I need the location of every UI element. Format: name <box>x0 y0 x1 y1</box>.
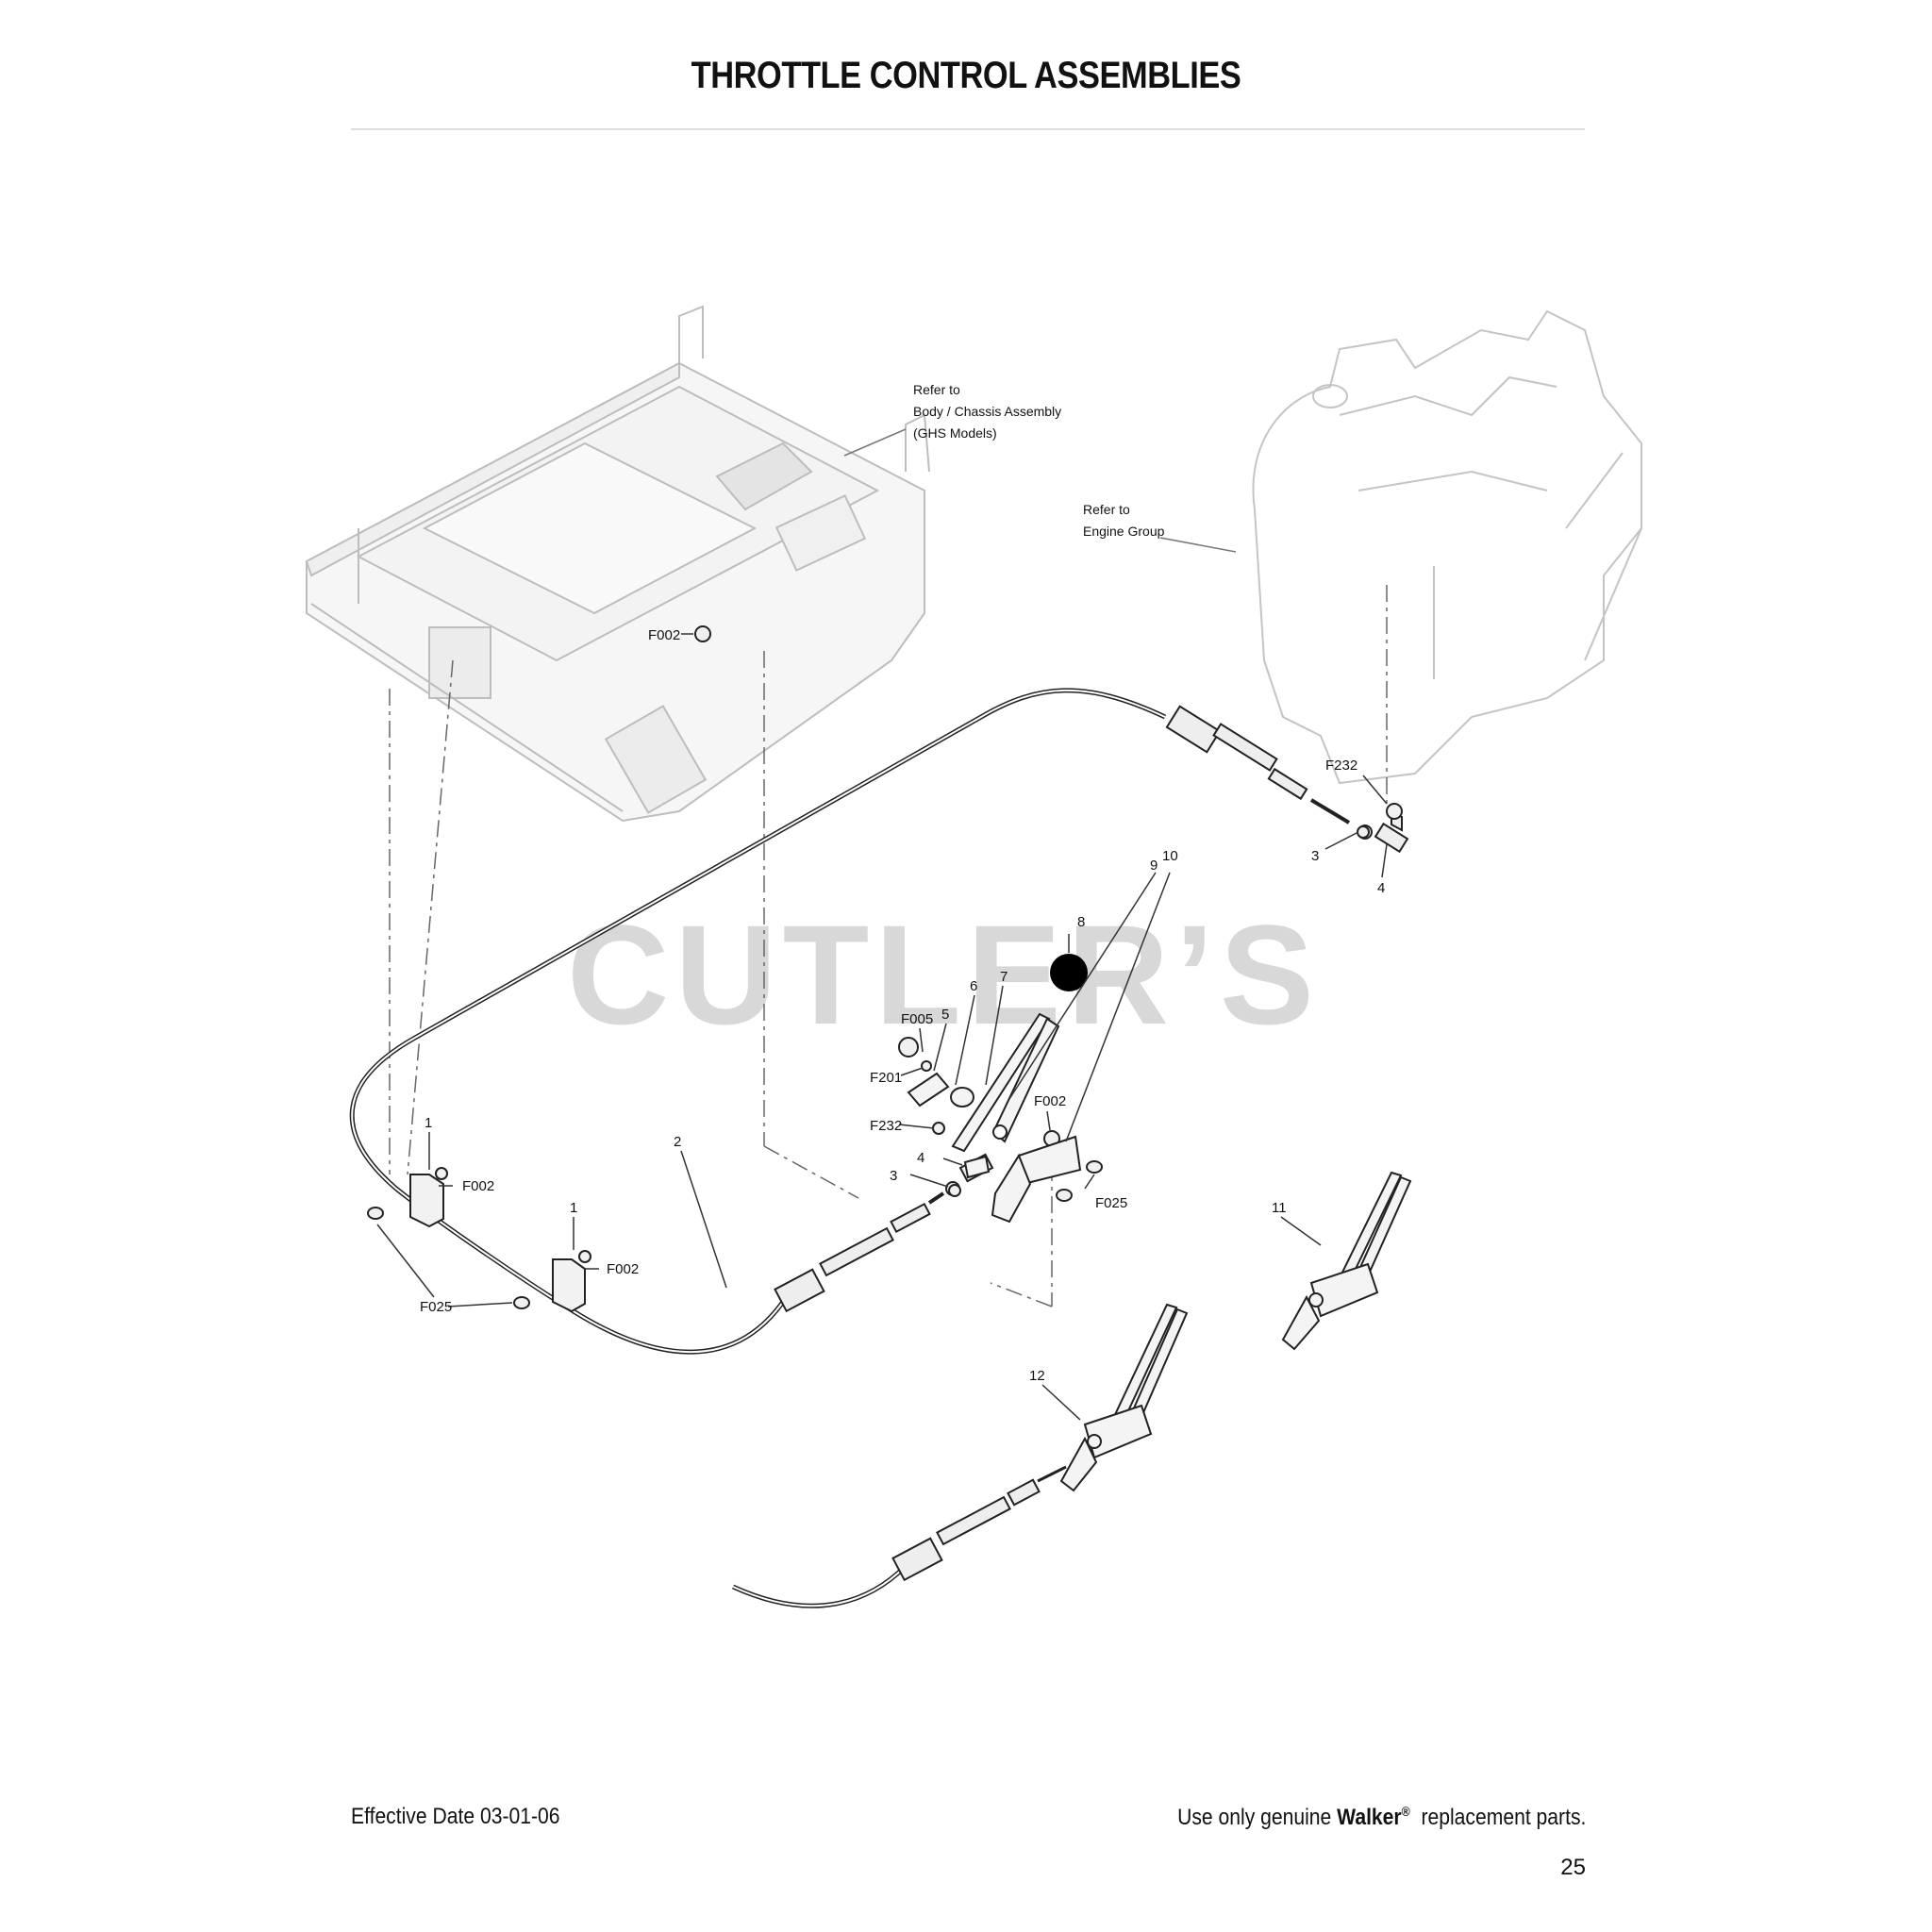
engine-illustration <box>1252 309 1642 785</box>
alternate-assembly-11 <box>1281 1171 1412 1351</box>
callout-3-mid: 3 <box>890 1168 897 1184</box>
svg-text:Refer to: Refer to <box>1083 502 1130 517</box>
callout-f002-left: F002 <box>462 1178 494 1194</box>
callout-9: 9 <box>1150 858 1158 874</box>
callout-f232-mid: F232 <box>870 1118 902 1134</box>
callout-f025-mid: F025 <box>1095 1195 1127 1211</box>
genuine-parts-notice: Use only genuine Walker® replacement par… <box>1177 1804 1586 1831</box>
reference-leaders <box>843 428 1237 553</box>
alternate-cable-fitting <box>891 1465 1067 1582</box>
callout-4-mid: 4 <box>917 1150 924 1166</box>
callout-f232-top: F232 <box>1325 758 1357 774</box>
svg-text:(GHS Models): (GHS Models) <box>913 425 997 441</box>
hardware <box>367 625 1403 1309</box>
callout-7: 7 <box>1000 969 1008 985</box>
callout-6: 6 <box>970 978 977 994</box>
throttle-lever-assembly <box>907 1012 1082 1224</box>
svg-text:Refer to: Refer to <box>913 382 960 397</box>
callout-f025-left: F025 <box>420 1299 452 1315</box>
alternate-cable <box>731 1564 908 1608</box>
callout-leaders <box>376 633 1388 1421</box>
brand-name: Walker <box>1336 1805 1402 1830</box>
callout-1-right: 1 <box>570 1200 577 1216</box>
svg-text:Engine Group: Engine Group <box>1083 524 1165 539</box>
cable-clamps <box>409 1167 591 1313</box>
watermark: CUTLER’S <box>567 895 1320 1054</box>
ref-engine-group: Refer to Engine Group <box>1083 502 1165 539</box>
ref-body-chassis: Refer to Body / Chassis Assembly (GHS Mo… <box>913 382 1061 441</box>
callout-f002-mid: F002 <box>1034 1093 1066 1109</box>
throttle-cable <box>349 688 1167 1355</box>
callout-4-top: 4 <box>1377 880 1385 896</box>
callout-8: 8 <box>1077 914 1085 930</box>
throttle-knob <box>1050 954 1088 991</box>
callout-f201: F201 <box>870 1070 902 1086</box>
alignment-lines <box>389 585 1388 1307</box>
callout-labels: F002 F232 3 4 9 10 8 7 6 5 F005 F201 F23… <box>420 627 1385 1384</box>
effective-date: Effective Date 03-01-06 <box>351 1804 560 1829</box>
callout-f005: F005 <box>901 1011 933 1027</box>
registered-mark: ® <box>1401 1804 1410 1819</box>
callout-12: 12 <box>1029 1368 1045 1384</box>
callout-5: 5 <box>941 1007 949 1023</box>
callout-f002-top: F002 <box>648 627 680 643</box>
page-title: THROTTLE CONTROL ASSEMBLIES <box>691 55 1241 96</box>
callout-1-left: 1 <box>425 1115 432 1131</box>
notice-prefix: Use only genuine <box>1176 1805 1337 1830</box>
chassis-body-illustration <box>305 305 930 823</box>
notice-suffix: replacement parts. <box>1409 1805 1586 1830</box>
alternate-assembly-12 <box>1059 1303 1189 1492</box>
callout-11: 11 <box>1272 1200 1287 1216</box>
callout-10: 10 <box>1162 848 1178 864</box>
callout-f002-right: F002 <box>607 1261 639 1277</box>
callout-2: 2 <box>674 1134 681 1150</box>
svg-text:Body / Chassis Assembly: Body / Chassis Assembly <box>913 404 1061 419</box>
title-divider <box>351 128 1585 130</box>
page-number: 25 <box>1560 1855 1586 1880</box>
cable-end-lower <box>774 1153 994 1313</box>
callout-3-top: 3 <box>1311 848 1319 864</box>
